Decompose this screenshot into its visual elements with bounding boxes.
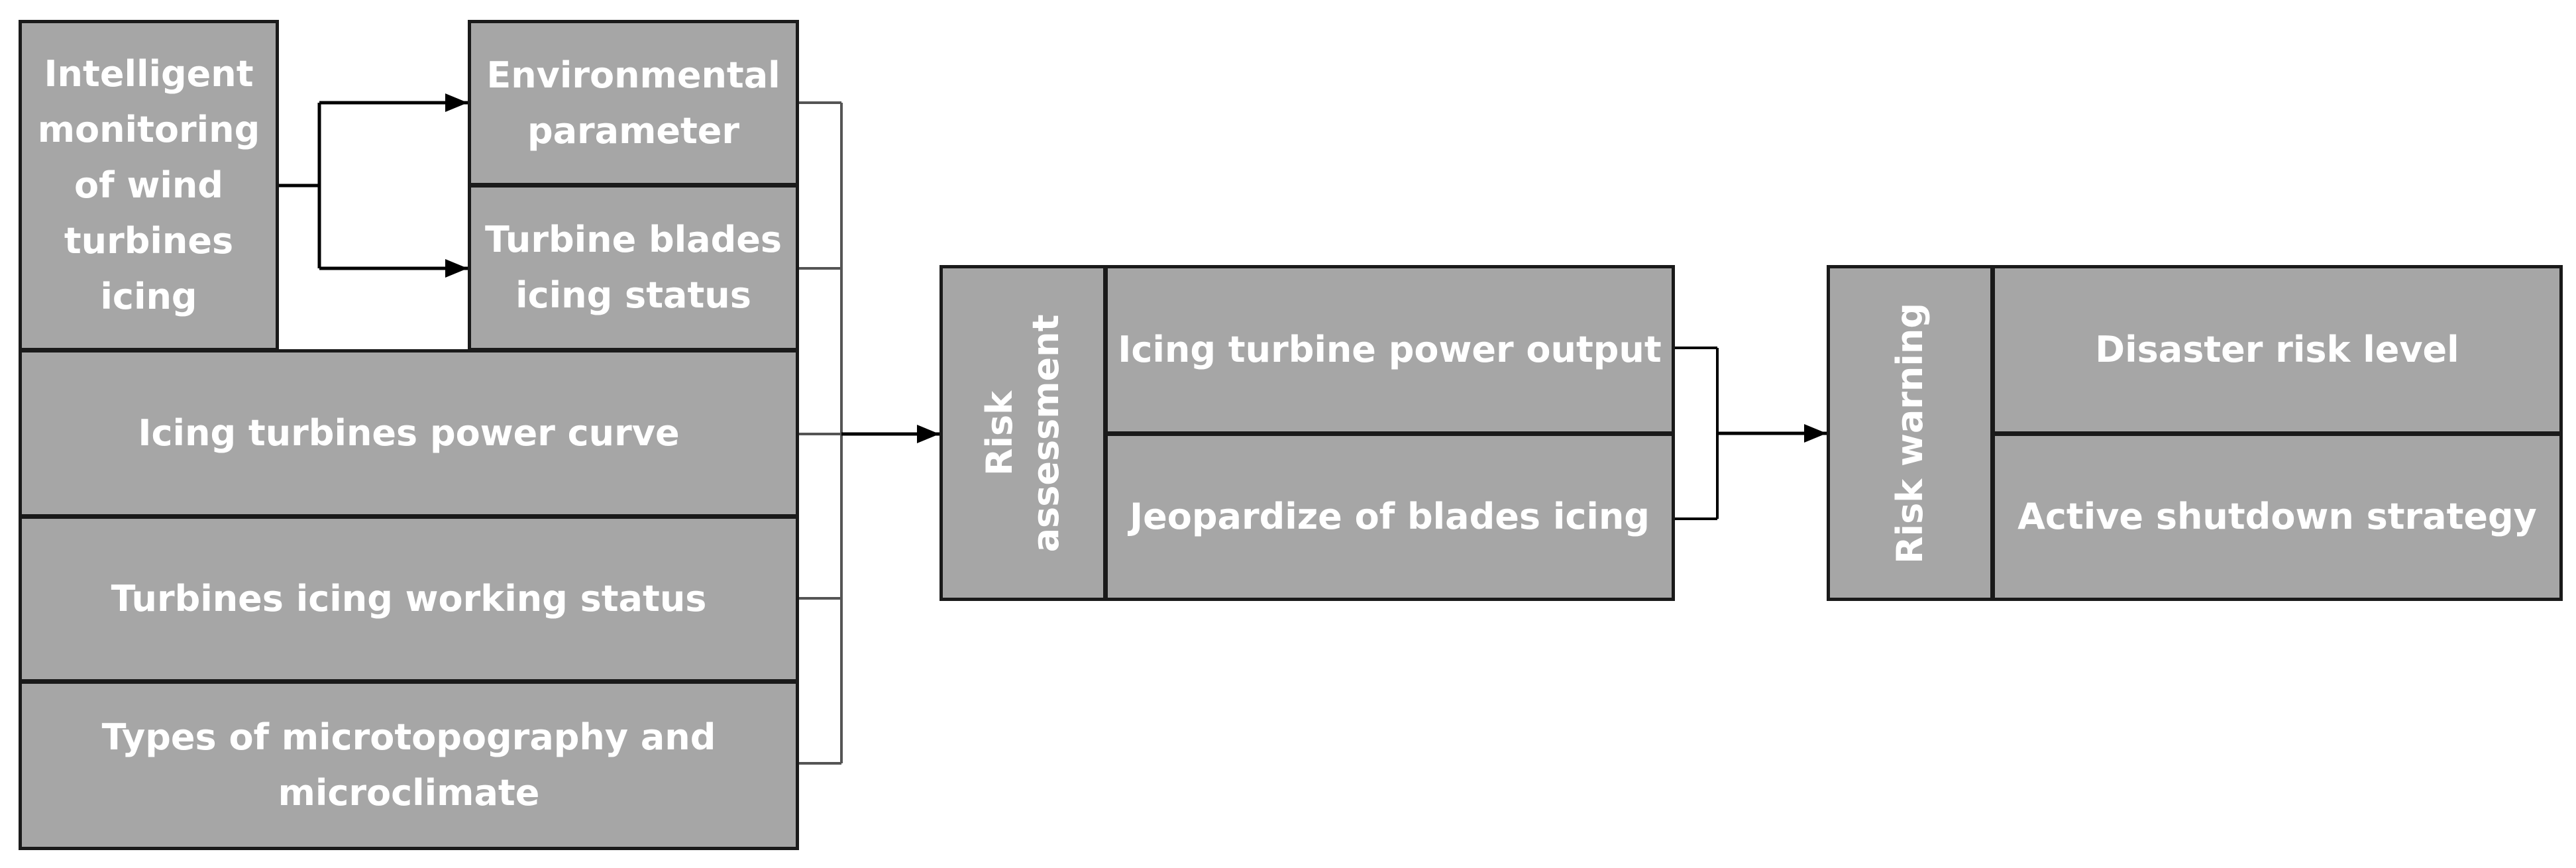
intelligent-monitoring-box: Intelligent monitoring of wind turbines …: [19, 20, 279, 351]
assessment-item-jeopardize-text: Jeopardize of blades icing: [1130, 496, 1650, 537]
warning-item-shutdown-strategy: Active shutdown strategy: [1992, 433, 2563, 601]
assessment-item-power-output-text: Icing turbine power output: [1118, 329, 1662, 370]
risk-warning-label: Risk warning: [1889, 303, 1931, 564]
intelligent-monitoring-text: Intelligent monitoring of wind turbines …: [37, 53, 260, 317]
risk-assessment-label: Risk assessment: [979, 314, 1067, 553]
blade-icing-status-text: Turbine blades icing status: [484, 219, 782, 316]
environmental-parameter-text: Environmental parameter: [486, 54, 780, 152]
assessment-collector: [1675, 347, 1827, 520]
warning-item-disaster-risk: Disaster risk level: [1992, 265, 2563, 435]
assessment-item-jeopardize: Jeopardize of blades icing: [1104, 433, 1675, 601]
working-status-box: Turbines icing working status: [19, 515, 799, 682]
microtopography-text: Types of microtopography and microclimat…: [101, 716, 716, 814]
input-collector: [798, 101, 939, 765]
environmental-parameter-box: Environmental parameter: [468, 20, 799, 186]
warning-item-shutdown-strategy-text: Active shutdown strategy: [2017, 496, 2537, 537]
working-status-text: Turbines icing working status: [111, 578, 707, 620]
assessment-item-power-output: Icing turbine power output: [1104, 265, 1675, 435]
monitoring-fork: [279, 93, 468, 278]
power-curve-box: Icing turbines power curve: [19, 349, 799, 517]
warning-item-disaster-risk-text: Disaster risk level: [2095, 329, 2459, 370]
blade-icing-status-box: Turbine blades icing status: [468, 184, 799, 351]
microtopography-box: Types of microtopography and microclimat…: [19, 680, 799, 850]
risk-assessment-header-box: [939, 265, 1106, 601]
power-curve-text: Icing turbines power curve: [138, 412, 680, 454]
